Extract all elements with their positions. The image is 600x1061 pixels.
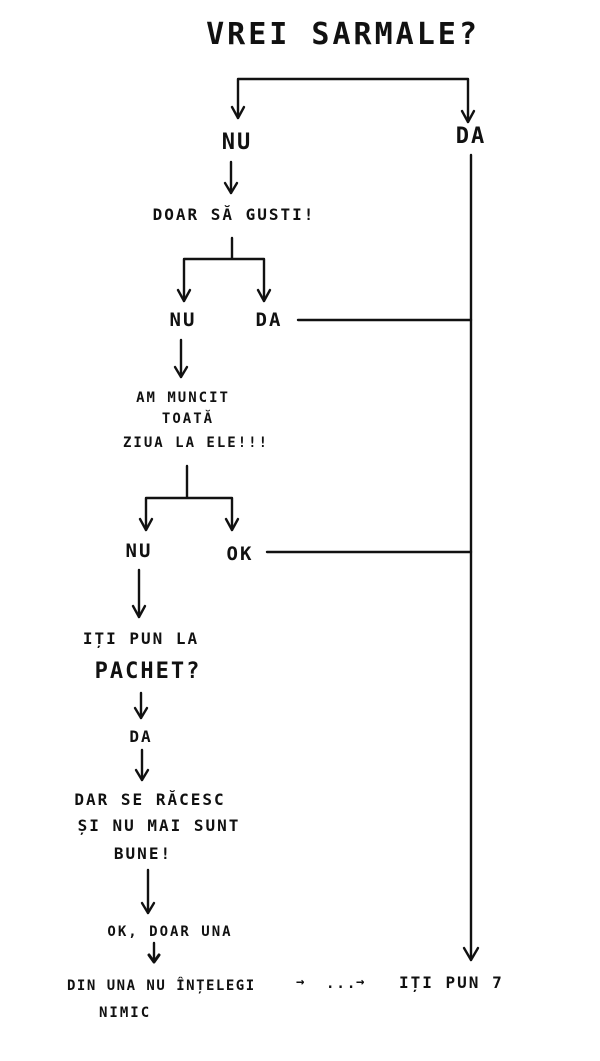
node-iti-pun-la-pachet-line-1: IȚI PUN LA	[82, 629, 200, 648]
arrow-head-da-3	[133, 706, 149, 720]
arrow-head-ok	[224, 517, 240, 532]
node-ok: OK	[226, 543, 254, 565]
arrow-head-pachet	[131, 604, 147, 619]
node-iti-pun-la-pachet-line-2: PACHET?	[94, 659, 202, 684]
arrow-head-nu-2	[176, 288, 192, 303]
arrow-head-una	[140, 901, 156, 915]
node-am-muncit-line-2: TOATĂ	[161, 411, 215, 427]
node-am-muncit-line-3: ZIUA LA ELE!!!	[122, 435, 270, 451]
node-din-una-line-2: NIMIC	[99, 1005, 152, 1021]
arrow-head-iti-pun-7	[462, 946, 480, 962]
node-se-racesc-line-2: ȘI NU MAI SUNT	[77, 816, 241, 835]
node-iti-pun-7: IȚI PUN 7	[399, 973, 504, 992]
node-da-1: DA	[455, 124, 487, 149]
arrow-head-nu-3	[138, 517, 154, 532]
connector-top-split	[236, 77, 470, 124]
node-ellipsis: ...	[326, 976, 358, 992]
arrow-head-din-una	[147, 953, 161, 964]
node-nu-3: NU	[125, 540, 153, 562]
arrow-head-da-1	[460, 109, 476, 124]
arrow-to-iti-pun-7: →	[356, 974, 367, 990]
node-doar-sa-gusti: DOAR SĂ GUSTI!	[152, 205, 316, 224]
arrow-head-da-2	[256, 288, 272, 303]
node-da-2: DA	[255, 309, 283, 331]
node-nu-2: NU	[169, 309, 197, 331]
node-se-racesc-line-1: DAR SE RĂCESC	[74, 790, 226, 809]
arrow-head-racesc	[134, 768, 150, 782]
connector-muncit-split	[144, 464, 234, 532]
node-da-3: DA	[129, 727, 153, 746]
arrow-head-muncit	[173, 365, 189, 379]
node-am-muncit-line-1: AM MUNCIT	[136, 390, 230, 406]
node-din-una-line-1: DIN UNA NU ÎNȚELEGI	[67, 978, 256, 994]
arrow-head-nu-1	[230, 105, 246, 120]
node-se-racesc-line-3: BUNE!	[113, 844, 173, 863]
arrow-to-ellipsis: →	[296, 974, 307, 990]
node-nu-1: NU	[221, 130, 253, 155]
page-title: VREI SARMALE?	[206, 17, 480, 52]
connector-gusti-split	[182, 236, 266, 303]
node-ok-doar-una: OK, DOAR UNA	[107, 924, 233, 940]
arrow-head-gusti	[223, 181, 239, 195]
